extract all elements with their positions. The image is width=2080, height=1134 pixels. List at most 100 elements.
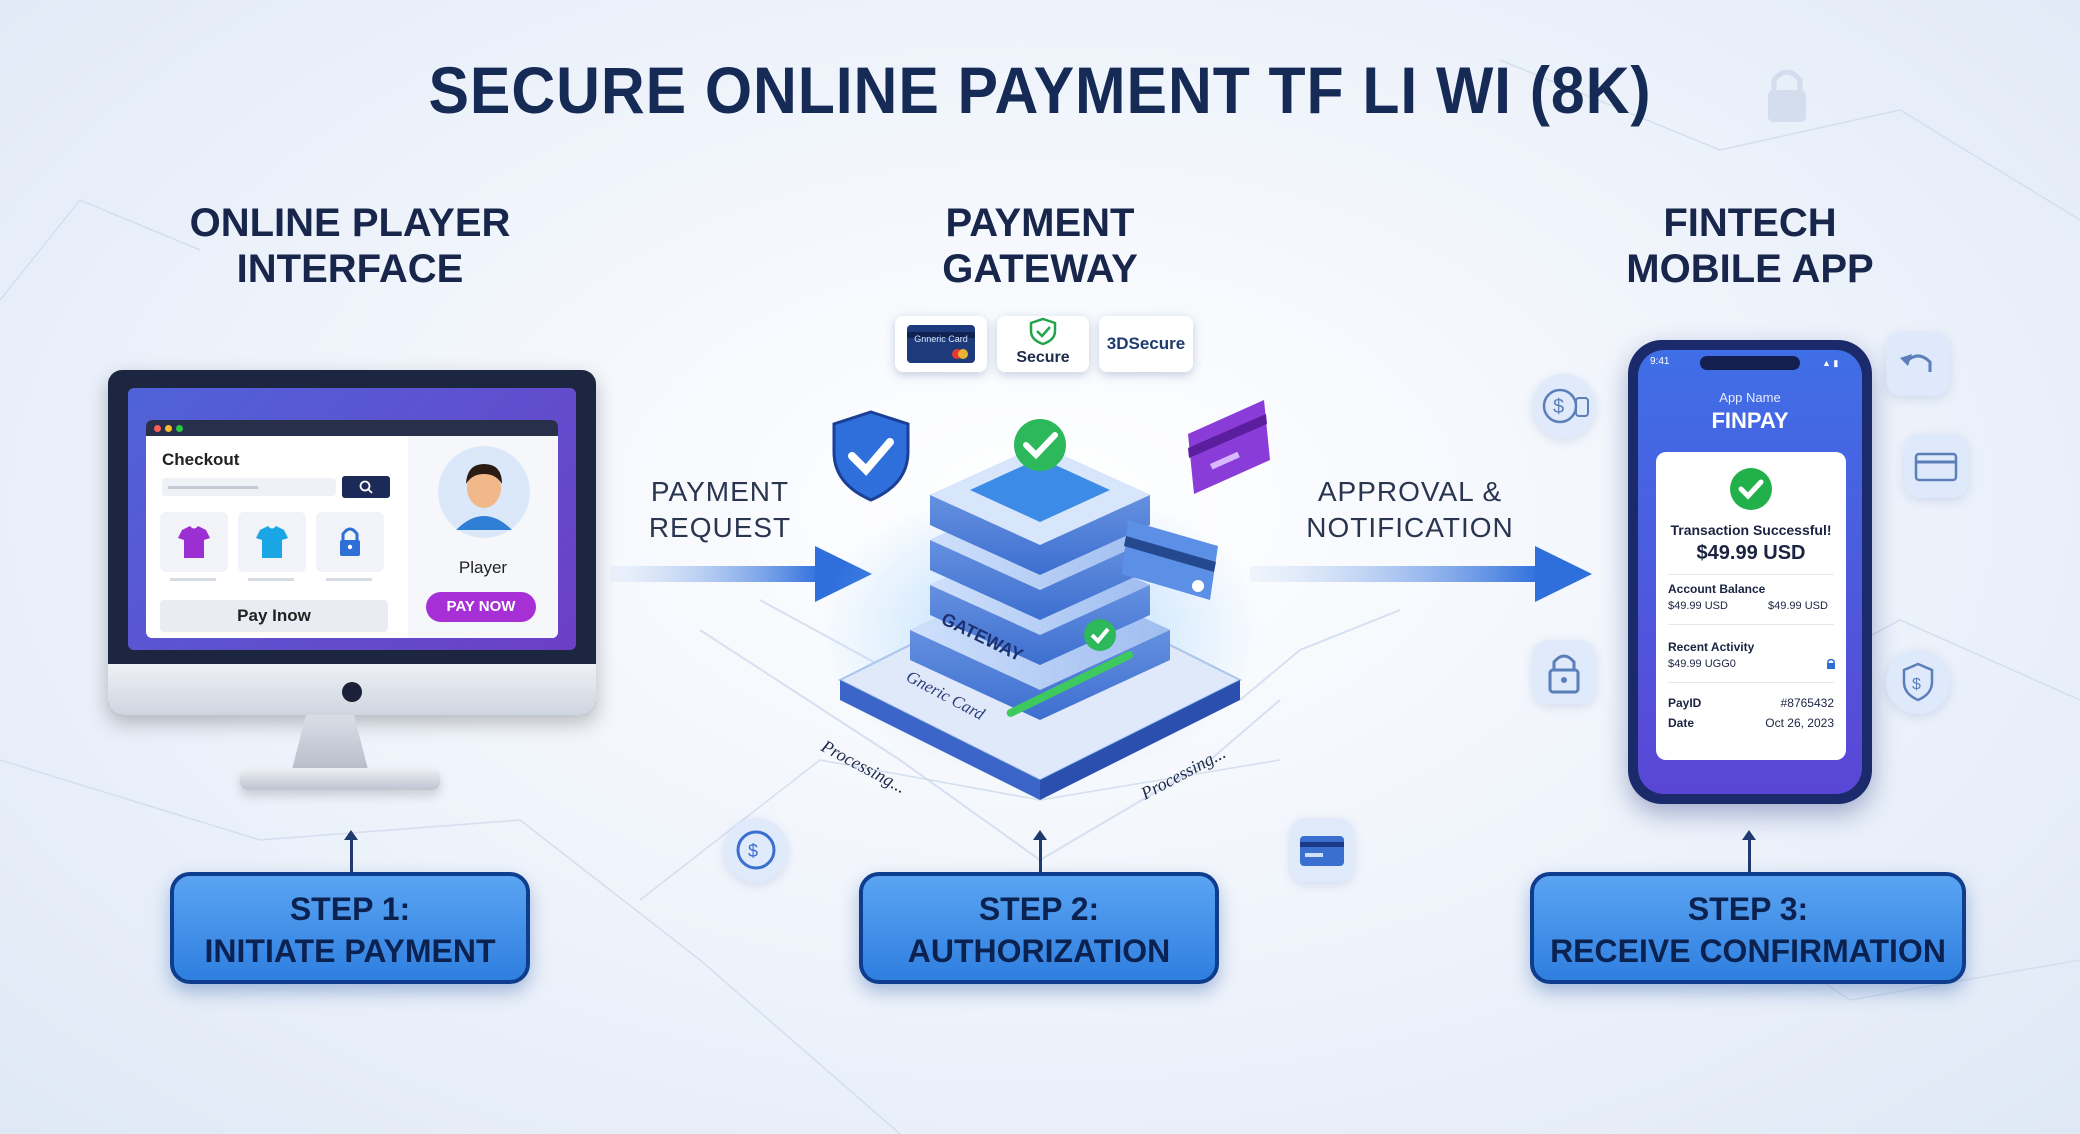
search-icon <box>359 480 373 494</box>
caption-line <box>170 578 216 581</box>
3dsecure-badge: 3DSecure <box>1099 316 1193 372</box>
payid-label: PayID <box>1668 696 1702 710</box>
tile-caption-lines <box>170 578 390 584</box>
faint-lock-icon <box>1768 69 1806 122</box>
window-maximize-dot[interactable] <box>176 425 183 432</box>
padlock-icon <box>1532 640 1596 704</box>
exchange-icon-glyph: $ <box>736 830 776 870</box>
coin-stack-icon: $ <box>1532 374 1596 438</box>
product-tile-blue-shirt[interactable] <box>238 512 306 572</box>
card-icon <box>1904 434 1968 498</box>
dollar-shield-glyph: $ <box>1902 662 1934 702</box>
column-title-player-interface: ONLINE PLAYER INTERFACE <box>150 200 550 292</box>
refresh-icon <box>1886 332 1950 396</box>
undo-arrow-glyph <box>1900 354 1932 372</box>
transaction-amount: $49.99 USD <box>1696 542 1806 564</box>
product-tile-lock[interactable] <box>316 512 384 572</box>
search-button[interactable] <box>342 476 390 498</box>
column-title-payment-gateway: PAYMENT GATEWAY <box>840 200 1240 292</box>
step-number: STEP 2: <box>978 891 1100 927</box>
search-placeholder-line <box>168 486 258 489</box>
phone-status-time: 9:41 <box>1650 356 1670 367</box>
recent-activity-value: $49.99 UGG0 <box>1668 658 1736 670</box>
step3-connector <box>1742 830 1756 872</box>
processing-left-label: Processing... <box>817 735 909 797</box>
svg-text:$: $ <box>748 841 758 861</box>
payment-request-label: PAYMENT REQUEST <box>600 474 840 546</box>
monitor-base <box>240 768 440 790</box>
payid-value: #8765432 <box>1780 696 1834 710</box>
dollar-shield-icon: $ <box>1886 650 1950 714</box>
step-description: RECEIVE CONFIRMATION <box>1550 933 1946 969</box>
flow-label-line: APPROVAL & <box>1317 476 1503 507</box>
id-card-icon <box>1290 818 1354 882</box>
blue-credit-card-icon <box>1122 520 1218 600</box>
step-number: STEP 3: <box>1687 891 1809 927</box>
flow-label-line: PAYMENT <box>650 476 790 507</box>
account-balance-label: Account Balance <box>1668 582 1766 596</box>
padlock-glyph <box>1548 654 1580 694</box>
step-description: INITIATE PAYMENT <box>204 933 496 969</box>
step-description: AUTHORIZATION <box>907 933 1171 969</box>
approval-notification-label: APPROVAL & NOTIFICATION <box>1270 474 1550 546</box>
balance-right: $49.99 USD <box>1768 600 1828 612</box>
browser-titlebar <box>146 420 558 436</box>
dollar-coins-glyph: $ <box>1542 388 1589 424</box>
currency-exchange-icon: $ <box>724 818 788 882</box>
transaction-card: Transaction Successful! $49.99 USD Accou… <box>1656 452 1846 760</box>
balance-left: $49.99 USD <box>1668 600 1728 612</box>
date-label: Date <box>1668 716 1695 730</box>
small-lock-icon <box>1827 658 1835 669</box>
column-title-line: PAYMENT <box>945 201 1135 245</box>
desktop-monitor: Checkout <box>108 370 596 715</box>
window-close-dot[interactable] <box>154 425 161 432</box>
pay-now-button[interactable]: PAY NOW <box>426 592 536 622</box>
svg-text:$: $ <box>1912 676 1921 693</box>
gateway-server-illustration: GATEWAY Gneric Card Processing... Proces… <box>817 419 1260 804</box>
card-divider <box>1668 624 1834 625</box>
purple-credit-card-icon <box>1188 400 1270 494</box>
monitor-screen: Checkout <box>128 388 576 650</box>
flow-label-line: REQUEST <box>648 512 792 543</box>
checkout-heading: Checkout <box>162 450 240 469</box>
success-check-icon <box>1730 468 1772 510</box>
app-name-label: App Name <box>1719 390 1781 405</box>
card-divider <box>1668 574 1834 575</box>
phone-notch <box>1700 356 1800 370</box>
pay-inow-button[interactable]: Pay Inow <box>160 600 388 632</box>
product-tile-purple-shirt[interactable] <box>160 512 228 572</box>
search-input[interactable] <box>162 478 336 496</box>
secure-badge-text: Secure <box>1016 349 1070 366</box>
column-title-fintech-app: FINTECH MOBILE APP <box>1550 200 1950 292</box>
monitor-power-button[interactable] <box>342 682 362 702</box>
player-label: Player <box>458 558 508 577</box>
step-number: STEP 1: <box>289 891 411 927</box>
flow-label-line: NOTIFICATION <box>1306 512 1514 543</box>
page-title: SECURE ONLINE PAYMENT TF LI WI (8K) <box>428 53 1652 127</box>
phone-status-icons: ▲ ▮ <box>1822 358 1839 368</box>
card-glyph <box>1914 452 1958 482</box>
column-title-line: ONLINE PLAYER <box>189 201 511 245</box>
checkout-window: Checkout <box>146 420 558 638</box>
recent-activity-label: Recent Activity <box>1668 640 1755 654</box>
caption-line <box>326 578 372 581</box>
generic-card-badge-text: Gnneric Card <box>914 334 968 344</box>
caption-line <box>248 578 294 581</box>
step1-connector <box>344 830 358 872</box>
lock-icon <box>340 527 360 556</box>
column-title-line: MOBILE APP <box>1626 247 1874 291</box>
column-title-line: GATEWAY <box>942 247 1138 291</box>
phone-screen: 9:41 ▲ ▮ App Name FINPAY Transaction Suc… <box>1638 350 1862 794</box>
player-panel: Player PAY NOW <box>408 436 558 638</box>
transaction-status: Transaction Successful! <box>1670 522 1832 538</box>
date-value: Oct 26, 2023 <box>1765 716 1834 730</box>
step1-box: STEP 1: INITIATE PAYMENT <box>170 872 530 984</box>
step3-box: STEP 3: RECEIVE CONFIRMATION <box>1530 872 1966 984</box>
window-minimize-dot[interactable] <box>165 425 172 432</box>
svg-text:$: $ <box>1553 396 1564 418</box>
shield-check-icon <box>1029 317 1057 346</box>
3dsecure-badge-text: 3DSecure <box>1106 334 1186 353</box>
generic-card-badge: Gnneric Card <box>895 316 987 372</box>
app-name: FINPAY <box>1711 408 1789 433</box>
card-divider <box>1668 682 1834 683</box>
